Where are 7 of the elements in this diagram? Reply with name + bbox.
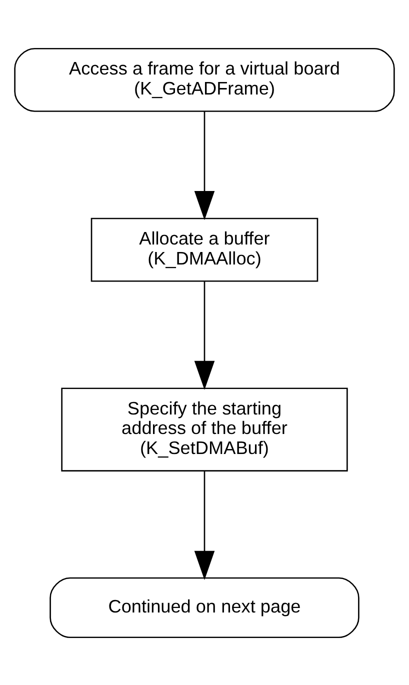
arrow — [194, 470, 215, 580]
node-box: Specify the starting address of the buffer (K_SetDMABuf) — [61, 387, 348, 471]
arrow — [194, 110, 215, 220]
node-box: Continued on next page — [50, 576, 360, 638]
node-box: Access a frame for a virtual board (K_GetADFrame) — [14, 47, 395, 112]
node-box: Allocate a buffer (K_DMAAlloc) — [90, 217, 318, 282]
arrow — [194, 280, 215, 390]
